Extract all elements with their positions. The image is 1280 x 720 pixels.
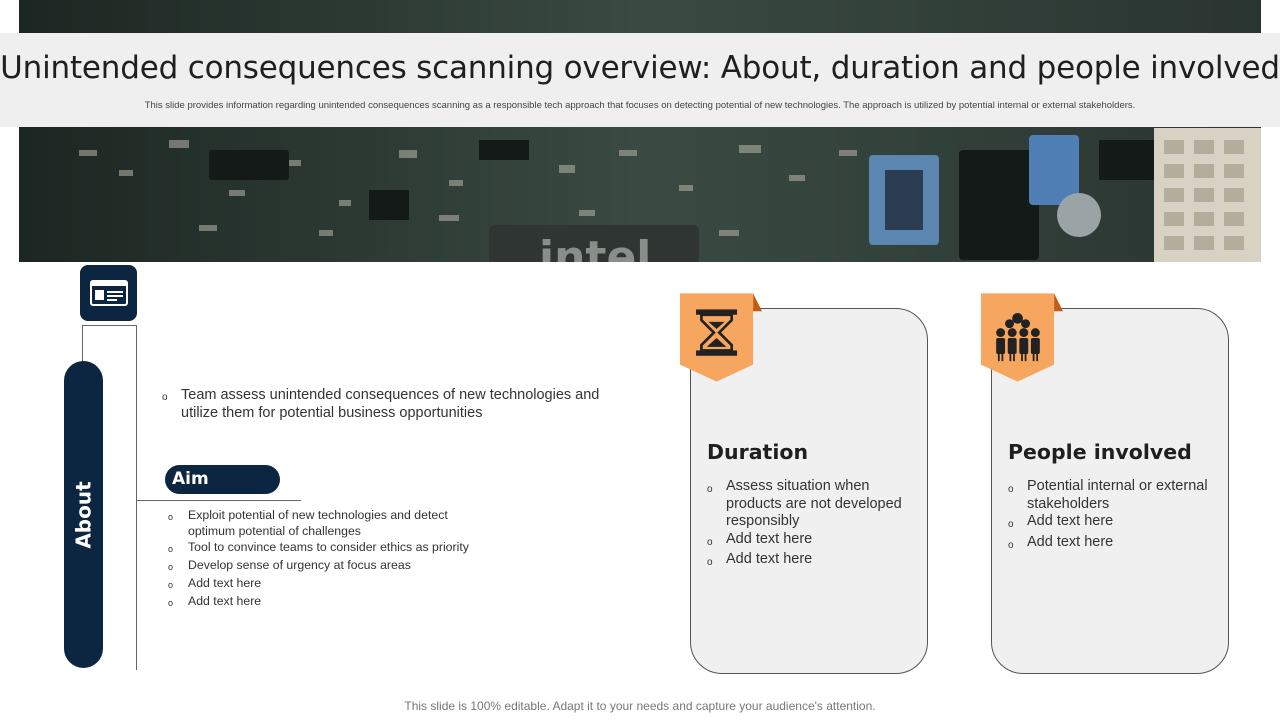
list-item: o Team assess unintended consequences of… — [162, 387, 600, 421]
page-title: Unintended consequences scanning overvie… — [0, 50, 1280, 86]
duration-title: Duration — [707, 440, 809, 464]
about-description: o Team assess unintended consequences of… — [162, 386, 602, 422]
circle-bullet-icon: o — [162, 392, 168, 403]
id-card-icon — [90, 280, 128, 306]
duration-tag — [680, 293, 762, 382]
people-title: People involved — [1008, 440, 1192, 464]
circle-bullet-icon: o — [707, 484, 713, 495]
circle-bullet-icon: o — [168, 562, 174, 572]
footer-note: This slide is 100% editable. Adapt it to… — [404, 699, 876, 713]
circle-bullet-icon: o — [168, 544, 174, 554]
aim-underline — [137, 500, 301, 501]
circle-bullet-icon: o — [168, 512, 174, 522]
people-tag — [981, 293, 1063, 382]
aim-label: Aim — [165, 465, 280, 494]
hourglass-icon — [696, 309, 738, 356]
connector-line — [82, 325, 137, 326]
circle-bullet-icon: o — [1008, 519, 1014, 531]
circle-bullet-icon: o — [168, 598, 174, 608]
about-label: About — [71, 480, 96, 549]
circle-bullet-icon: o — [168, 580, 174, 590]
people-group-icon — [996, 312, 1040, 362]
chip-logo-text: intel — [539, 232, 651, 262]
connector-line — [136, 325, 137, 670]
connector-line — [82, 325, 83, 365]
circle-bullet-icon: o — [1008, 484, 1014, 495]
circle-bullet-icon: o — [707, 536, 713, 548]
circle-bullet-icon: o — [1008, 539, 1014, 551]
about-icon-box — [80, 265, 137, 321]
circle-bullet-icon: o — [707, 557, 713, 569]
title-band — [0, 33, 1280, 127]
about-pill — [64, 361, 103, 668]
page-subtitle: This slide provides information regardin… — [144, 100, 1136, 111]
